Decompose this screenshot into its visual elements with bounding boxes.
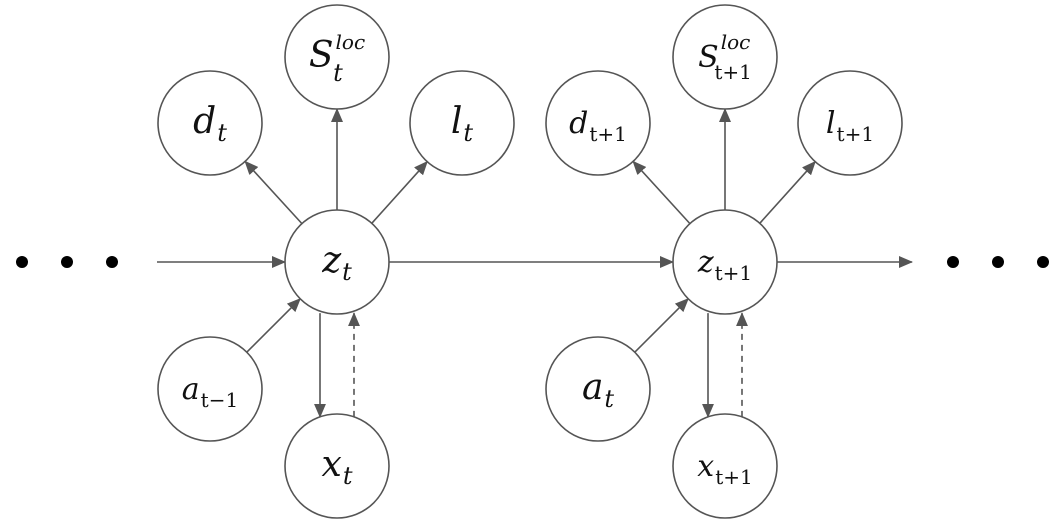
node-label: xt [322, 444, 353, 490]
node-x-t_1: xt+1 [672, 413, 778, 519]
edge-a-to-z [634, 298, 689, 353]
node-label: xt+1 [697, 449, 752, 489]
node-circle [672, 413, 778, 519]
node-circle [157, 70, 263, 176]
ellipsis-dot [16, 256, 28, 268]
node-circle [672, 209, 778, 315]
ellipsis-dot [947, 256, 959, 268]
ellipsis-dot [1037, 256, 1049, 268]
node-l-t: lt [409, 70, 515, 176]
edge-z-to-d [244, 160, 303, 225]
node-circle [797, 70, 903, 176]
node-d-t: dt [157, 70, 263, 176]
ellipsis-dot [992, 256, 1004, 268]
node-circle [284, 413, 390, 519]
node-z-t_1: zt+1 [672, 209, 778, 315]
ellipsis-dot [61, 256, 73, 268]
node-circle [284, 209, 390, 315]
node-circle [409, 70, 515, 176]
node-label: at−1 [182, 372, 238, 412]
node-circle [284, 4, 390, 110]
edge-a-to-z [246, 298, 301, 353]
ellipsis-right: … [947, 256, 1049, 268]
ellipsis-dot [106, 256, 118, 268]
node-label: at [582, 367, 614, 413]
edge-z-to-l [371, 160, 428, 224]
edge-z-to-l [759, 160, 816, 224]
node-z-t: zt [284, 209, 390, 315]
node-circle [545, 336, 651, 442]
edge-z-to-d [632, 160, 691, 225]
node-label: zt+1 [697, 245, 752, 285]
node-label: dt [193, 101, 227, 147]
node-label: dt+1 [569, 106, 627, 146]
node-label: lt+1 [826, 106, 874, 146]
ellipsis-left: … [16, 256, 118, 268]
node-circle [545, 70, 651, 176]
node-a-t_1: at−1 [157, 336, 263, 442]
node-label: lt [451, 101, 474, 147]
node-circle [672, 4, 778, 110]
node-a-t: at [545, 336, 651, 442]
node-d-t_1: dt+1 [545, 70, 651, 176]
node-l-t_1: lt+1 [797, 70, 903, 176]
node-label: zt [321, 240, 352, 286]
node-x-t: xt [284, 413, 390, 519]
node-circle [157, 336, 263, 442]
